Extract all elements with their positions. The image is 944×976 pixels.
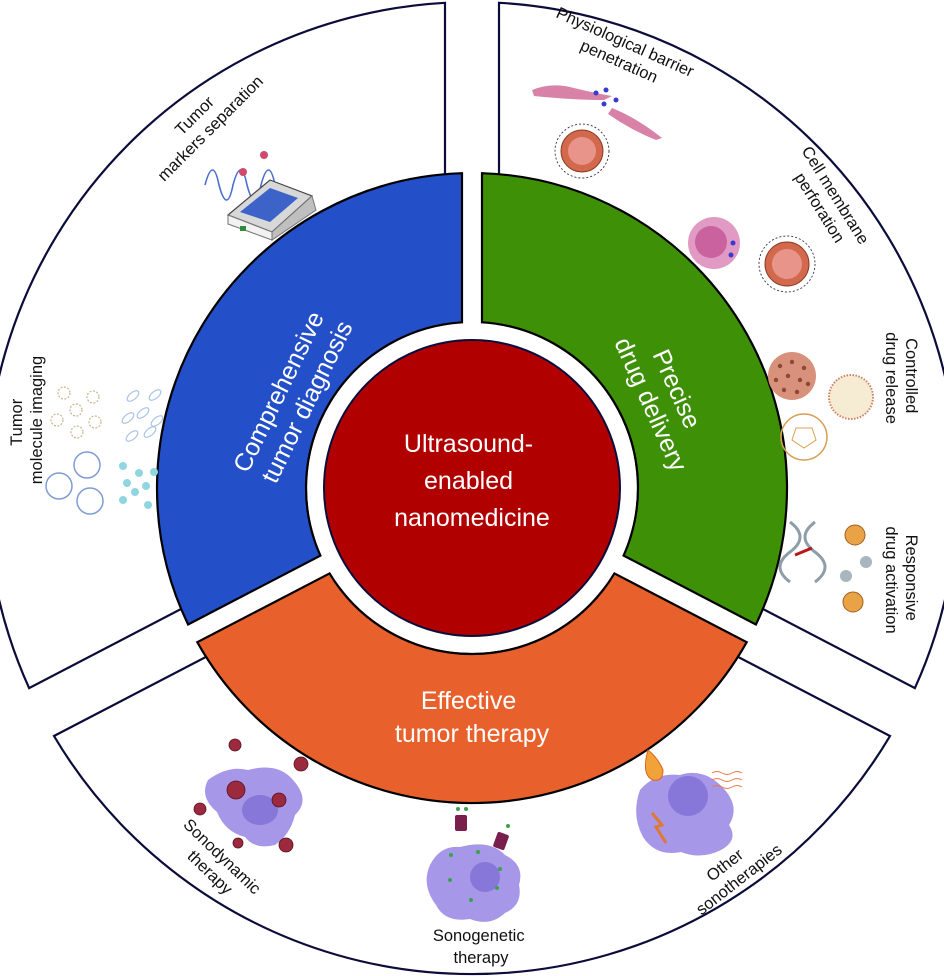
outer-label-controlled-release: Controlled drug release: [882, 332, 920, 424]
cell-sonoporation-icon: [688, 217, 816, 293]
mechanosensitive-channel-cell-icon: [426, 807, 521, 922]
nanocarriers-icon: [768, 352, 874, 461]
outer-label-responsive-activation: Responsive drug activation: [882, 526, 920, 633]
segment-diagnosis: [155, 172, 464, 627]
segment-label-line: Effective: [421, 687, 516, 715]
nanoparticle-contrast-agents-icon: [45, 386, 164, 515]
segment-therapy: [195, 571, 749, 805]
outer-label-line: Controlled: [902, 338, 920, 413]
dna-prodrug-activation-icon: [778, 520, 872, 613]
svg-text:Responsive drug activati: Responsive drug activation: [882, 526, 920, 633]
core-label: Ultrasound- enabled nanomedicine: [394, 430, 550, 532]
outer-label-line: Sonogenetic: [433, 927, 525, 945]
core-circle: [323, 339, 621, 637]
svg-text:Tumor molecule imaging: Tumor molecule imaging: [8, 356, 46, 484]
core-label-line: Ultrasound-: [404, 430, 533, 458]
outer-label-line: drug activation: [882, 526, 900, 633]
svg-text:Controlled drug release: Controlled drug release: [882, 332, 920, 424]
outer-label-sonogenetic: Sonogenetic therapy: [433, 927, 529, 967]
outer-label-molecule-imaging: Tumor molecule imaging: [8, 356, 46, 484]
thermal-mechanical-cell-icon: [636, 749, 743, 856]
electrophoresis-device-icon: [204, 151, 317, 241]
ros-tumor-cell-icon: [193, 738, 309, 853]
outer-label-line: molecule imaging: [28, 356, 46, 484]
segment-label-line: tumor therapy: [395, 720, 550, 748]
microbubble-endothelium-icon: [532, 85, 662, 179]
outer-label-line: Responsive: [902, 535, 920, 621]
outer-label-line: therapy: [453, 949, 509, 967]
segment-delivery: [480, 172, 789, 627]
outer-label-line: Tumor: [8, 398, 26, 446]
svg-text:Effective tumor therapy: Effective tumor therapy: [395, 687, 550, 748]
core-label-line: enabled: [424, 467, 513, 495]
segment-label-therapy: Effective tumor therapy: [395, 687, 550, 748]
core-label-line: nanomedicine: [394, 504, 550, 532]
svg-text:Sonogenetic therapy: Sonogenetic therapy: [433, 927, 529, 967]
outer-label-line: drug release: [882, 332, 900, 424]
